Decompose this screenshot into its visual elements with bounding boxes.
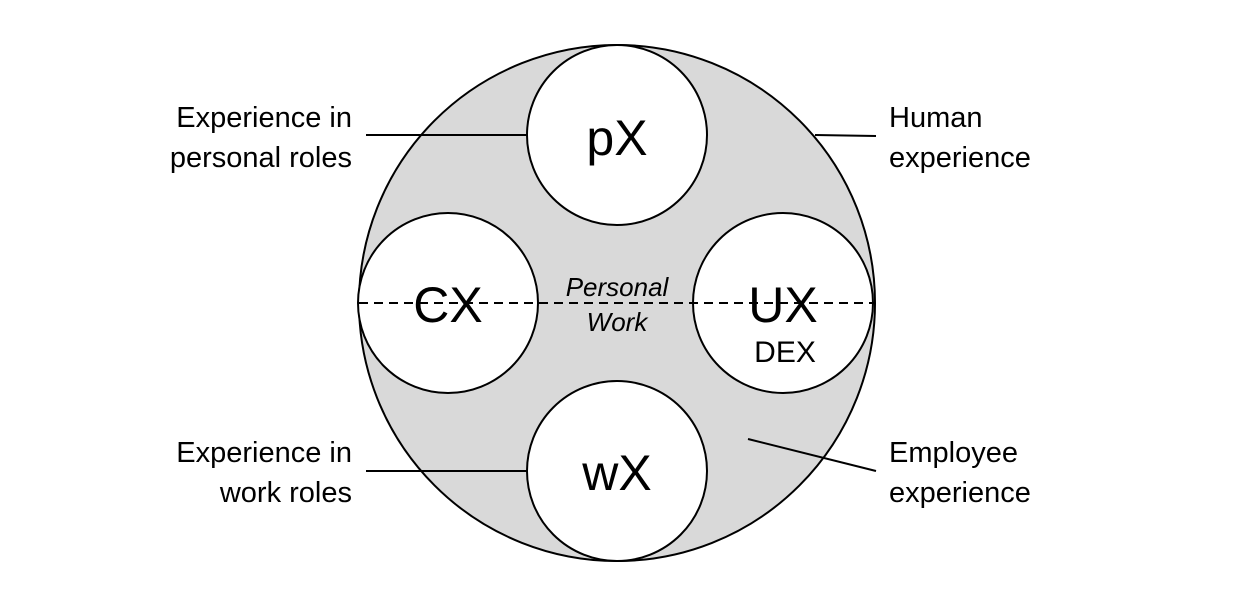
dex-label: DEX bbox=[754, 336, 816, 369]
work-roles-line2: work roles bbox=[219, 477, 352, 509]
personal-roles-line2: personal roles bbox=[170, 142, 352, 174]
employee-experience-line1: Employee bbox=[889, 437, 1018, 469]
employee-experience-leader bbox=[747, 438, 877, 472]
cx-label: CX bbox=[413, 277, 482, 333]
human-experience-line2: experience bbox=[889, 142, 1031, 174]
human-experience-leader bbox=[814, 134, 877, 137]
ux-label: UX bbox=[748, 277, 817, 333]
employee-experience-line2: experience bbox=[889, 477, 1031, 509]
work-label: Work bbox=[587, 307, 650, 337]
human-experience-line1: Human bbox=[889, 102, 983, 134]
wx-label: wX bbox=[581, 445, 651, 501]
work-roles-line1: Experience in bbox=[176, 437, 352, 469]
personal-roles-line1: Experience in bbox=[176, 102, 352, 134]
cx-circle bbox=[357, 212, 539, 394]
px-label: pX bbox=[586, 110, 647, 166]
personal-label: Personal bbox=[566, 272, 670, 302]
